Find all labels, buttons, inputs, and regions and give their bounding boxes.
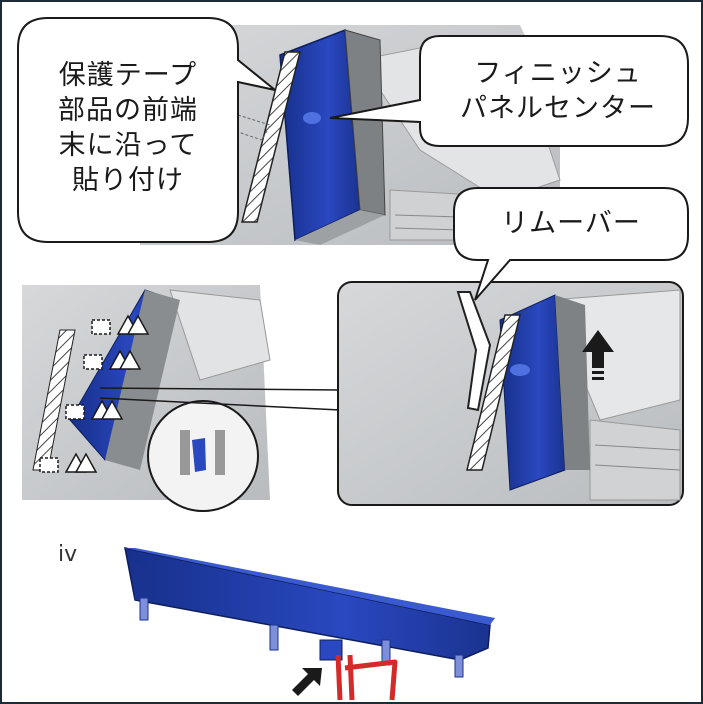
protective-tape [241, 51, 301, 223]
callout-text-remover: リムーバー [501, 208, 641, 239]
step-label: iv [58, 542, 78, 567]
inset-detail [337, 281, 684, 506]
callout-text-finish-panel: フィニッシュ パネルセンター [460, 58, 656, 124]
protective-tape-inset [466, 314, 521, 471]
callout-bubble-panel [329, 35, 689, 147]
callout-bubble-remover [453, 187, 689, 301]
clip-claw-icon [39, 314, 150, 473]
remover-tool [456, 291, 492, 412]
callout-text-protective-tape: 保護テープ 部品の前端 末に沿って 貼り付け [58, 60, 198, 196]
black-arrow-icon [292, 668, 322, 696]
callout-bubble-tape [17, 17, 276, 243]
middle-left-illustration [22, 285, 341, 512]
bottom-part-illustration [124, 547, 495, 701]
up-arrow-icon [582, 330, 614, 380]
red-remover-tool [335, 654, 398, 701]
